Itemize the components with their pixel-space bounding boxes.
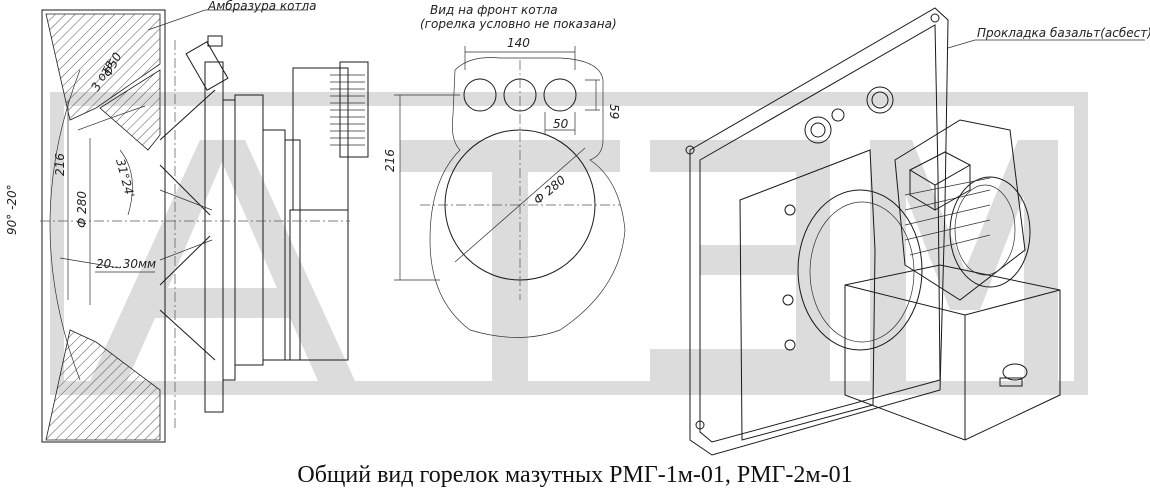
dim-angle-90: 90° -20°	[5, 184, 19, 235]
front-view	[394, 46, 626, 338]
dim-angle-31: 31°24'	[113, 157, 137, 199]
dim-280-left: Ф 280	[75, 191, 89, 228]
dim-140: 140	[507, 36, 530, 50]
dim-216-mid: 216	[383, 149, 397, 172]
front-view-subtitle: (горелка условно не показана)	[420, 17, 617, 31]
drawing-caption: Общий вид горелок мазутных РМГ-1м-01, РМ…	[297, 462, 853, 488]
dim-216-left: 216	[53, 153, 67, 176]
embrasure-label: Амбразура котла	[207, 0, 317, 13]
isometric-burner	[685, 7, 1145, 456]
dim-50: 50	[553, 117, 569, 131]
dim-280-mid: Ф 280	[531, 173, 569, 208]
front-view-title: Вид на фронт котла	[430, 3, 558, 17]
dim-59: 59	[607, 104, 621, 119]
section-view	[40, 9, 369, 443]
gasket-label: Прокладка базальт(асбест) 4мм	[977, 26, 1150, 40]
dim-20-30: 20...30мм	[96, 257, 156, 271]
